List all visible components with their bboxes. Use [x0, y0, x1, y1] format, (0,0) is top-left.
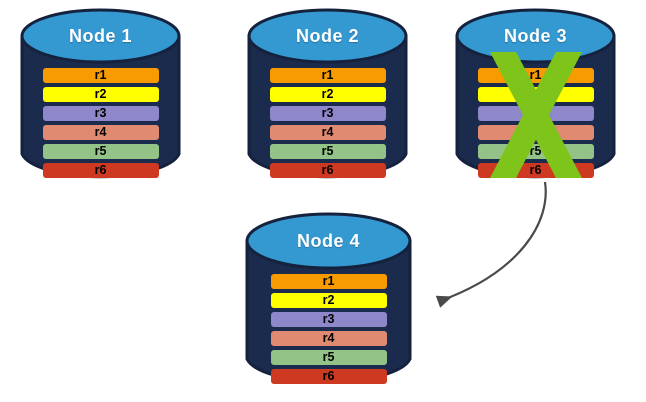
row-label: r4 — [321, 125, 334, 139]
row-label: r6 — [322, 369, 335, 383]
row-label: r5 — [321, 144, 334, 158]
node-4-rows: r1 r2 r3 r4 r5 r6 — [245, 274, 412, 384]
row-label: r1 — [322, 274, 335, 288]
row-label: r6 — [321, 163, 334, 177]
row-label: r4 — [322, 331, 335, 345]
node-1-row-r5: r5 — [42, 144, 159, 159]
row-label: r2 — [322, 293, 335, 307]
node-1-rows: r1 r2 r3 r4 r5 r6 — [20, 68, 181, 178]
row-label: r2 — [94, 87, 107, 101]
node-4-row-r2: r2 — [270, 293, 387, 308]
node-4-row-r4: r4 — [270, 331, 387, 346]
node-2-rows: r1 r2 r3 r4 r5 r6 — [247, 68, 408, 178]
node-2-row-r4: r4 — [269, 125, 386, 140]
node-4-row-r3: r3 — [270, 312, 387, 327]
node-1-row-r2: r2 — [42, 87, 159, 102]
node-1-row-r3: r3 — [42, 106, 159, 121]
row-label: r3 — [322, 312, 335, 326]
row-label: r1 — [321, 68, 334, 82]
row-label: r1 — [94, 68, 107, 82]
node-4-row-r6: r6 — [270, 369, 387, 384]
node-1-row-r1: r1 — [42, 68, 159, 83]
row-label: r5 — [94, 144, 107, 158]
node-4-row-r1: r1 — [270, 274, 387, 289]
node-2-row-r5: r5 — [269, 144, 386, 159]
row-label: r4 — [94, 125, 107, 139]
node-2-row-r1: r1 — [269, 68, 386, 83]
node-2-row-r2: r2 — [269, 87, 386, 102]
row-label: r2 — [321, 87, 334, 101]
node-1-row-r6: r6 — [42, 163, 159, 178]
row-label: r6 — [94, 163, 107, 177]
row-label: r3 — [321, 106, 334, 120]
row-label: r5 — [322, 350, 335, 364]
node-2-row-r6: r6 — [269, 163, 386, 178]
node-1-row-r4: r4 — [42, 125, 159, 140]
node-4-row-r5: r5 — [270, 350, 387, 365]
row-label: r3 — [94, 106, 107, 120]
node-2-row-r3: r3 — [269, 106, 386, 121]
